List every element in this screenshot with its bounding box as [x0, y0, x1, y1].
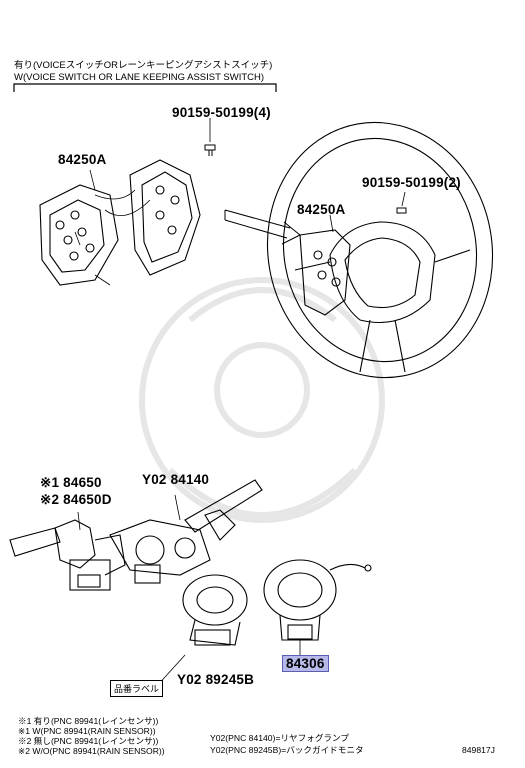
part-wiper-switch[interactable]: Y02 84140	[142, 472, 210, 487]
arrow-to-wheel	[224, 209, 301, 245]
screw-left-icon	[204, 118, 216, 156]
header-line-jp: 有り(VOICEスイッチORレーンキーピングアシストスイッチ)	[14, 60, 273, 71]
note-1: ※1 有り(PNC 89941(レインセンサ))	[18, 716, 159, 726]
diagram-code: 849817J	[462, 745, 495, 755]
part-combo-switch-b[interactable]: ※2 84650D	[40, 492, 112, 507]
steering-switch-left-icon	[39, 159, 201, 286]
note-4: ※2 W/O(PNC 89941(RAIN SENSOR))	[18, 746, 165, 756]
part-screw-right[interactable]: 90159-50199(2)	[362, 175, 461, 190]
part-screw-left[interactable]: 90159-50199(4)	[172, 105, 271, 120]
header-bracket	[13, 83, 277, 92]
screw-right-icon	[396, 191, 407, 214]
wiper-switch-icon	[109, 479, 263, 584]
part-spiral-sub[interactable]: Y02 89245B	[177, 672, 255, 687]
steering-wheel-icon	[266, 121, 494, 379]
note-y02-a: Y02(PNC 84140)=リヤフォグランプ	[210, 733, 349, 743]
part-switch-right[interactable]: 84250A	[297, 202, 346, 217]
spiral-cable-icon	[263, 559, 372, 655]
note-2: ※1 W(PNC 89941(RAIN SENSOR))	[18, 726, 156, 736]
header-line-en: W(VOICE SWITCH OR LANE KEEPING ASSIST SW…	[14, 72, 265, 83]
part-switch-left[interactable]: 84250A	[58, 152, 107, 167]
note-3: ※2 無し(PNC 89941(レインセンサ))	[18, 736, 159, 746]
watermark-emblem	[139, 277, 385, 523]
note-y02-b: Y02(PNC 89245B)=バックガイドモニタ	[210, 745, 364, 755]
part-spiral-cable-highlighted[interactable]: 84306	[282, 655, 329, 672]
combination-switch-icon	[9, 511, 126, 591]
spiral-cable-sub-icon	[154, 574, 248, 689]
label-tag: 品番ラベル	[110, 680, 164, 697]
part-combo-switch-a[interactable]: ※1 84650	[40, 475, 102, 490]
